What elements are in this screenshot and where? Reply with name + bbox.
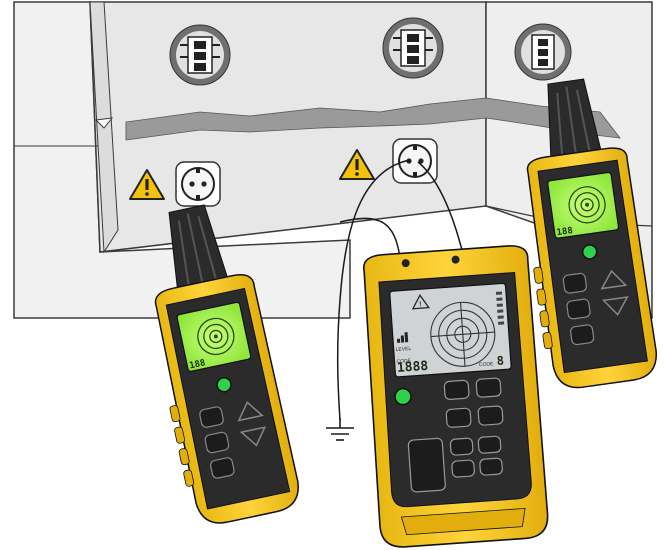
down-arrow-button[interactable] [239,426,268,448]
wall-socket-icon [175,161,221,207]
mode-button[interactable] [443,379,470,400]
keypad-button[interactable] [477,435,502,454]
wall-socket-icon [392,138,438,184]
secondary-display [407,437,446,493]
up-arrow-button[interactable] [236,400,264,422]
mode-button[interactable] [199,406,224,428]
keypad-button[interactable] [451,459,475,478]
lcd-code-side-label: CODE [396,358,411,365]
receiver-right: 188 [526,78,657,389]
warning-triangle-icon [129,169,165,200]
code-button[interactable] [475,377,502,398]
function-button[interactable] [566,298,591,320]
sensitivity-button[interactable] [570,324,595,346]
lcd-warning-icon [411,293,431,310]
junction-box-icon [514,23,572,81]
power-button[interactable] [216,376,233,393]
receiver-lcd [176,301,252,372]
lcd-code-value: 8 [496,354,504,368]
junction-box-icon [169,24,231,86]
mode-button[interactable] [562,272,587,294]
lcd-level-label: LEVEL [396,346,412,353]
lcd-code-label: CODE [479,361,494,368]
svg-text:!: ! [419,301,422,308]
warning-triangle-icon [339,149,375,180]
hidden-cable-channel [125,97,621,141]
down-arrow-button[interactable] [601,296,630,316]
function-button[interactable] [204,431,230,454]
receiver-lcd-digits: 188 [556,226,573,238]
sensitivity-button[interactable] [210,457,235,479]
keypad-button[interactable] [479,457,503,476]
transmitter-lcd [389,282,512,378]
transmitter: ! LEVEL CODE 1888 CODE 8 [362,245,549,548]
receiver-lcd [547,171,620,239]
level-button[interactable] [445,407,472,428]
power-button[interactable] [581,244,598,260]
receiver-lcd-digits: 188 [188,358,206,371]
ground-symbol-icon [326,418,354,441]
junction-box-icon [382,17,444,79]
lcd-digits: 1888 [396,359,428,376]
receiver-left: 188 [154,204,299,524]
function-button[interactable] [477,405,504,426]
power-button[interactable] [394,387,412,406]
up-arrow-button[interactable] [600,269,628,290]
keypad-button[interactable] [449,437,474,456]
